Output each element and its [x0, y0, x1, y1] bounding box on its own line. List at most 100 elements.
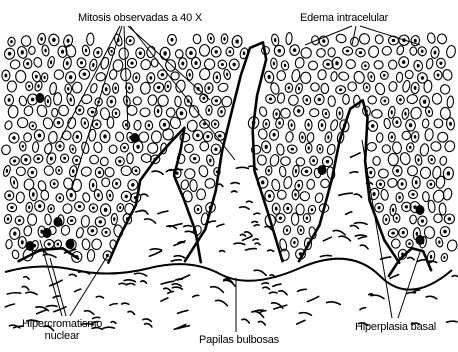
- cell: [435, 175, 445, 188]
- nucleus: [321, 123, 324, 127]
- nucleus: [396, 169, 399, 173]
- cell: [184, 144, 194, 153]
- cell: [437, 132, 448, 143]
- fiber: [135, 273, 147, 276]
- fiber: [260, 311, 266, 313]
- nucleus: [58, 144, 61, 147]
- nucleus: [298, 87, 300, 91]
- cell: [140, 108, 150, 117]
- fiber: [327, 302, 341, 305]
- cell: [373, 157, 380, 166]
- nucleus: [24, 158, 27, 162]
- cell: [366, 142, 377, 153]
- nucleus: [318, 98, 321, 102]
- nucleus: [128, 86, 130, 90]
- nucleus: [293, 241, 296, 244]
- cell: [422, 119, 429, 129]
- cell: [374, 82, 386, 96]
- nucleus: [370, 75, 372, 78]
- nucleus: [8, 194, 11, 197]
- nucleus: [21, 240, 24, 244]
- fiber: [298, 289, 307, 291]
- fiber: [354, 223, 367, 225]
- nucleus: [297, 109, 301, 113]
- fiber: [247, 201, 253, 202]
- nucleus: [35, 75, 38, 79]
- cell: [375, 34, 384, 44]
- fiber: [122, 303, 129, 304]
- fiber: [452, 276, 458, 277]
- cell: [380, 189, 389, 201]
- nucleus: [449, 122, 452, 126]
- cell: [15, 70, 25, 83]
- nucleus: [113, 217, 115, 221]
- nucleus: [67, 87, 69, 90]
- nucleus: [50, 60, 52, 64]
- dark-nucleus: [43, 228, 52, 238]
- nucleus: [115, 112, 118, 115]
- nucleus: [416, 232, 418, 236]
- nucleus: [80, 61, 83, 64]
- cell: [100, 157, 108, 166]
- papilla-border: [108, 128, 200, 263]
- fiber: [354, 194, 361, 197]
- nucleus: [8, 52, 12, 56]
- fiber: [161, 281, 174, 284]
- cell: [279, 166, 287, 178]
- nucleus: [414, 39, 417, 43]
- fiber: [69, 274, 76, 276]
- cell: [204, 178, 216, 189]
- cell: [1, 144, 12, 155]
- nucleus: [402, 231, 405, 234]
- cell: [424, 128, 433, 141]
- nucleus: [326, 160, 330, 163]
- nucleus: [83, 72, 87, 76]
- nucleus: [216, 76, 219, 80]
- cell: [427, 200, 435, 213]
- cell: [283, 176, 293, 189]
- nucleus: [161, 73, 164, 76]
- nucleus: [311, 208, 314, 211]
- cell: [40, 190, 49, 201]
- nucleus: [288, 86, 291, 89]
- nucleus: [75, 159, 78, 162]
- nucleus: [268, 169, 270, 172]
- fiber: [96, 296, 103, 298]
- nucleus: [417, 64, 420, 68]
- nucleus: [12, 136, 15, 140]
- cell: [127, 153, 134, 164]
- fiber: [26, 292, 37, 294]
- fiber: [307, 296, 318, 301]
- fiber: [240, 234, 245, 236]
- cell: [329, 119, 338, 131]
- cell: [301, 47, 312, 58]
- nucleus: [202, 97, 205, 100]
- nucleus: [105, 231, 108, 234]
- cell: [430, 141, 442, 152]
- cell: [295, 57, 305, 69]
- fiber: [360, 308, 366, 310]
- fiber: [333, 230, 345, 234]
- nucleus: [85, 49, 87, 53]
- cell: [440, 84, 450, 94]
- leader-line: [362, 140, 392, 318]
- nucleus: [402, 60, 405, 64]
- nucleus: [105, 87, 108, 91]
- nucleus: [421, 50, 424, 53]
- cell: [257, 128, 268, 140]
- nucleus: [21, 50, 24, 54]
- cell: [199, 141, 210, 153]
- nucleus: [208, 109, 210, 112]
- nucleus: [295, 169, 297, 173]
- nucleus: [273, 62, 275, 66]
- nucleus: [430, 255, 432, 259]
- cell: [121, 166, 132, 176]
- nucleus: [235, 39, 238, 43]
- cell: [381, 144, 391, 154]
- fiber: [149, 251, 161, 256]
- nucleus: [5, 74, 8, 78]
- fiber: [145, 324, 152, 327]
- nucleus: [443, 230, 446, 234]
- cell: [368, 45, 379, 58]
- fiber: [164, 288, 171, 292]
